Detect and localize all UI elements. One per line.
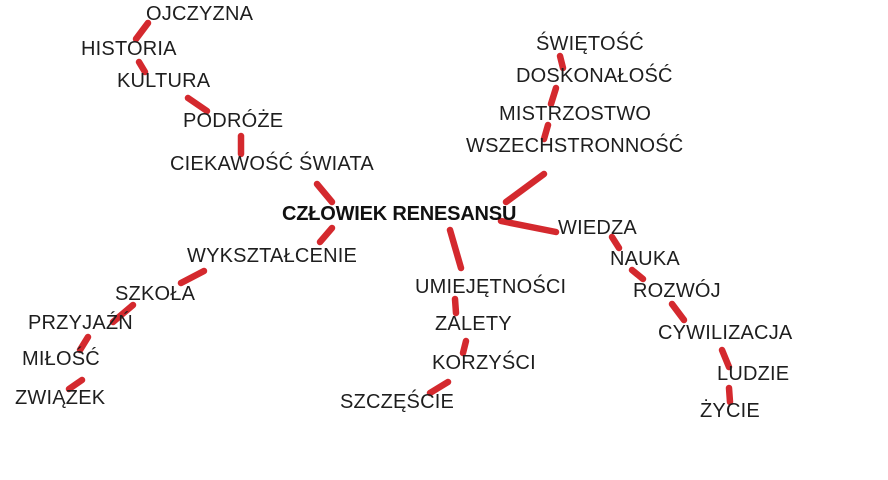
node-wyksztalcenie: WYKSZTAŁCENIE: [187, 245, 358, 267]
node-rozwoj: ROZWÓJ: [633, 280, 721, 302]
node-ojczyzna: OJCZYZNA: [146, 3, 254, 25]
node-kultura: KULTURA: [117, 70, 211, 92]
connector-czlowiek-renesansu-wyksztalcenie: [316, 224, 336, 246]
connector-rozwoj-cywilizacja: [668, 300, 688, 324]
node-milosc: MIŁOŚĆ: [22, 348, 100, 370]
connector-umiejetnosci-zalety: [451, 295, 460, 317]
node-przyjazn: PRZYJAŹŃ: [28, 312, 133, 334]
node-mistrzostwo: MISTRZOSTWO: [499, 103, 652, 125]
node-wiedza: WIEDZA: [558, 217, 637, 239]
node-ludzie: LUDZIE: [717, 363, 790, 385]
node-korzysci: KORZYŚCI: [432, 352, 536, 374]
connector-czlowiek-renesansu-umiejetnosci: [446, 226, 465, 272]
node-historia: HISTORIA: [81, 38, 177, 60]
connector-ciekawosc-swiata-czlowiek-renesansu: [313, 180, 336, 206]
node-zwiazek: ZWIĄZEK: [15, 387, 106, 409]
node-wszechstronnosc: WSZECHSTRONNOŚĆ: [466, 135, 684, 157]
node-cywilizacja: CYWILIZACJA: [658, 322, 793, 344]
node-umiejetnosci: UMIEJĘTNOŚCI: [415, 276, 567, 298]
connector-doskonalosc-mistrzostwo: [547, 84, 560, 108]
center-node-czlowiek-renesansu: CZŁOWIEK RENESANSU: [282, 203, 517, 225]
node-zalety: ZALETY: [435, 313, 512, 335]
node-szczescie: SZCZĘŚCIE: [340, 391, 455, 413]
node-nauka: NAUKA: [610, 248, 680, 270]
node-szkola: SZKOŁA: [115, 283, 196, 305]
node-podroze: PODRÓŻE: [183, 110, 284, 132]
connector-czlowiek-renesansu-wszechstronnosc: [502, 170, 548, 206]
connector-wyksztalcenie-szkola: [177, 267, 208, 287]
node-doskonalosc: DOSKONAŁOŚĆ: [516, 65, 673, 87]
node-swietosc: ŚWIĘTOŚĆ: [536, 33, 644, 55]
connector-historia-ojczyzna: [132, 19, 152, 43]
node-zycie: ŻYCIE: [700, 400, 760, 422]
connector-nauka-rozwoj: [628, 266, 647, 283]
node-ciekawosc-swiata: CIEKAWOŚĆ ŚWIATA: [170, 153, 374, 175]
